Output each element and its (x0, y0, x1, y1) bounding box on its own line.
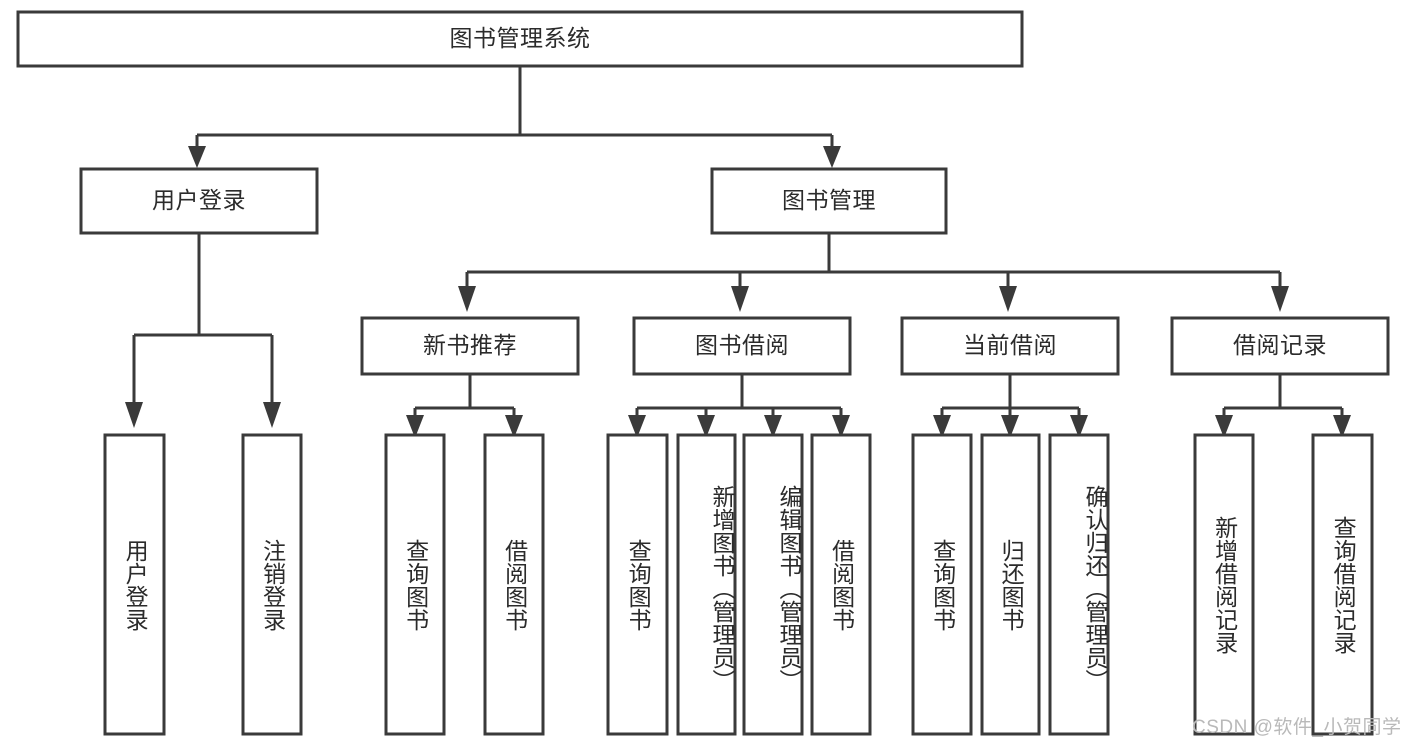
arrowhead-leaf-query-record (1333, 415, 1351, 438)
arrowhead-borrow-record (1271, 286, 1289, 312)
arrowhead-leaf-return-book (1001, 415, 1019, 438)
arrowhead-current-borrow (999, 286, 1017, 312)
connector-userlogin-bus (132, 233, 274, 404)
leaf-add-record[interactable] (1193, 433, 1255, 736)
node-root[interactable] (16, 10, 1024, 68)
connector-bookborrow-bus (635, 374, 843, 417)
node-new-book-recommend[interactable] (360, 316, 580, 376)
node-user-login[interactable] (79, 167, 319, 235)
arrowhead-book-manage (823, 146, 841, 168)
node-book-borrow[interactable] (632, 316, 852, 376)
arrowhead-leaf-borrow-book-1 (505, 415, 523, 438)
leaf-confirm-return[interactable] (1048, 433, 1110, 736)
arrowhead-leaf-edit-book (764, 415, 782, 438)
arrowhead-book-borrow (731, 286, 749, 312)
node-book-manage[interactable] (710, 167, 948, 235)
leaf-query-record[interactable] (1311, 433, 1374, 736)
arrowhead-leaf-user-login (125, 402, 143, 428)
arrowhead-new-book (458, 286, 476, 312)
connector-root-to-level2 (195, 66, 834, 148)
arrowhead-leaf-borrow-book-2 (832, 415, 850, 438)
node-current-borrow[interactable] (900, 316, 1120, 376)
leaf-return-book[interactable] (980, 433, 1041, 736)
leaf-borrow-book-1[interactable] (483, 433, 545, 736)
leaf-query-book-3[interactable] (911, 433, 973, 736)
leaf-query-book-2[interactable] (606, 433, 669, 736)
connector-borrowrecord-bus (1222, 374, 1344, 417)
connector-newbook-bus (413, 374, 516, 417)
arrowhead-leaf-confirm-return (1070, 415, 1088, 438)
arrowhead-leaf-logout (263, 402, 281, 428)
connector-currentborrow-bus (940, 374, 1081, 417)
leaf-add-book[interactable] (676, 433, 737, 736)
arrowhead-leaf-query-book-2 (628, 415, 646, 438)
leaf-edit-book[interactable] (742, 433, 804, 736)
leaf-query-book-1[interactable] (384, 433, 446, 736)
arrowhead-user-login (188, 146, 206, 168)
connector-bookmanage-bus (465, 233, 1282, 288)
arrowhead-leaf-add-record (1215, 415, 1233, 438)
arrowhead-leaf-query-book-1 (406, 415, 424, 438)
leaf-borrow-book-2[interactable] (810, 433, 872, 736)
leaf-user-login[interactable] (103, 433, 166, 736)
leaf-logout[interactable] (241, 433, 303, 736)
arrowhead-leaf-query-book-3 (933, 415, 951, 438)
arrowhead-leaf-add-book (697, 415, 715, 438)
node-borrow-record[interactable] (1170, 316, 1390, 376)
